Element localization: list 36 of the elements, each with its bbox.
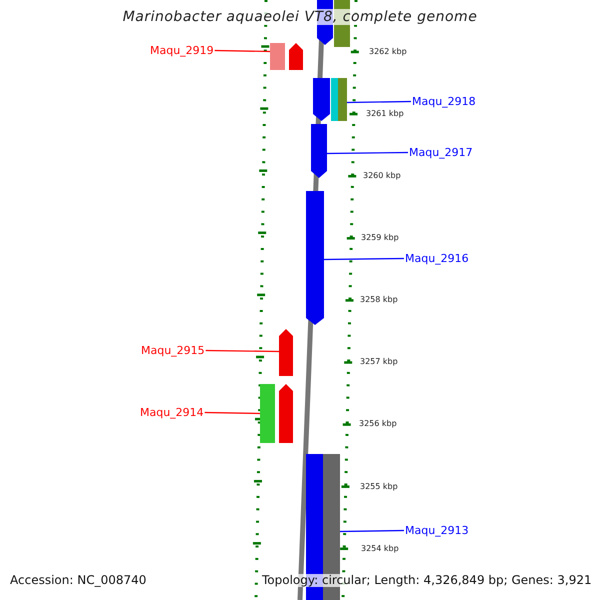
gene-feature xyxy=(279,329,293,376)
leader-line xyxy=(327,152,408,154)
gene-block xyxy=(338,78,347,121)
gene-label: Maqu_2914 xyxy=(140,406,204,419)
tick-label: 3261 kbp xyxy=(366,109,404,119)
gene-feature xyxy=(306,191,324,325)
tick-label: 3256 kbp xyxy=(359,419,397,429)
gene-feature xyxy=(311,124,327,178)
gene-label: Maqu_2913 xyxy=(405,524,469,537)
tick-label: 3254 kbp xyxy=(361,544,399,554)
tick-label: 3262 kbp xyxy=(369,47,407,57)
info-text: Accession: NC_008740 xyxy=(10,574,146,587)
tick-label: 3259 kbp xyxy=(361,233,399,243)
tick-label: 3260 kbp xyxy=(363,171,401,181)
gene-label: Maqu_2918 xyxy=(412,95,476,108)
leader-line xyxy=(214,50,270,52)
tick-label: 3257 kbp xyxy=(360,357,398,367)
gene-label: Maqu_2919 xyxy=(150,44,214,57)
leader-line xyxy=(346,100,412,104)
gene-block xyxy=(270,43,285,70)
leader-line xyxy=(204,412,260,414)
leader-line xyxy=(340,530,404,532)
title: Marinobacter aquaeolei VT8, complete genome xyxy=(122,9,478,25)
gene-label: Maqu_2917 xyxy=(409,146,473,159)
gene-label: Maqu_2915 xyxy=(141,344,205,357)
gene-feature xyxy=(279,384,293,443)
gene-block xyxy=(331,78,338,121)
tick-label: 3258 kbp xyxy=(360,295,398,305)
leader-line xyxy=(324,258,404,260)
gene-feature xyxy=(313,78,330,121)
info-text: Topology: circular; Length: 4,326,849 bp; Genes: 3,921 xyxy=(262,574,592,587)
tick-label: 3255 kbp xyxy=(360,482,398,492)
gene-feature xyxy=(289,43,303,70)
gene-block xyxy=(260,384,275,443)
gene-label: Maqu_2916 xyxy=(405,252,469,265)
leader-line xyxy=(206,350,279,352)
